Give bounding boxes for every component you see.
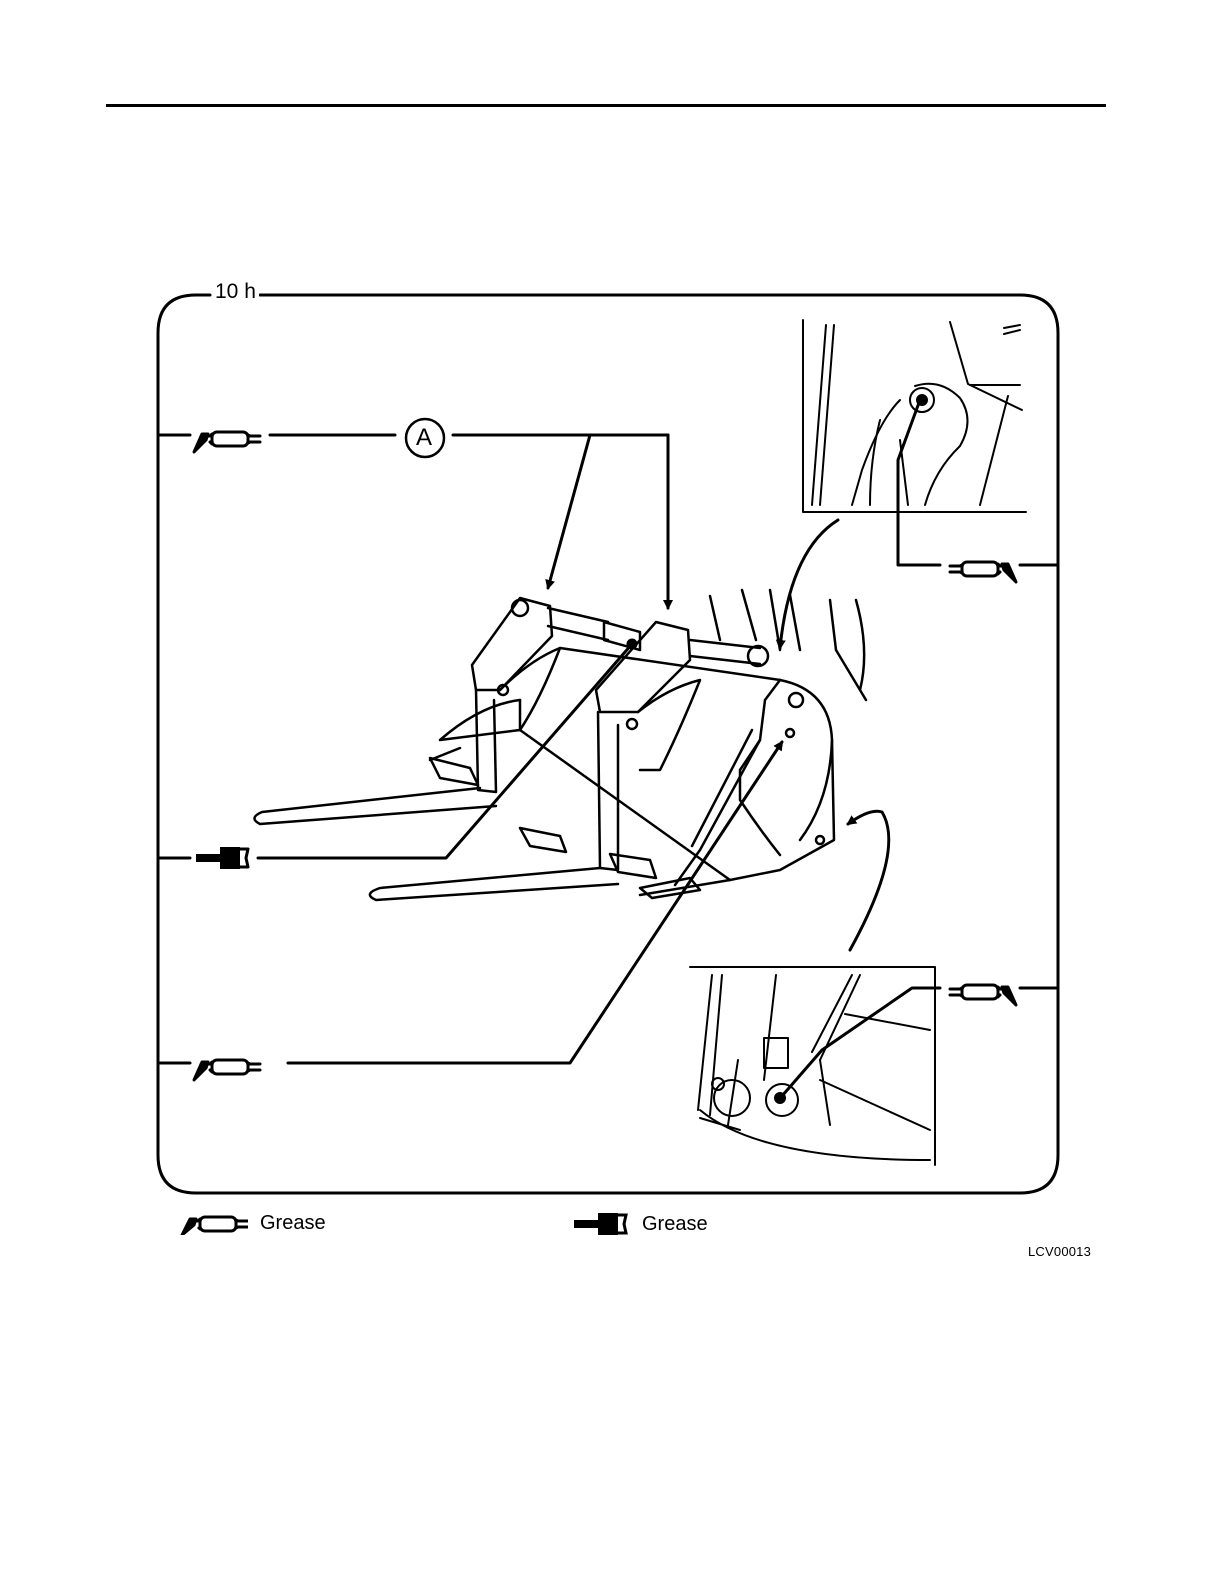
legend-item-grease-gun: Grease xyxy=(180,1211,326,1235)
fork-attachment-illustration xyxy=(254,590,866,900)
legend-label-grease-1: Grease xyxy=(260,1212,326,1235)
figure-code: LCV00013 xyxy=(1028,1244,1091,1259)
legend-item-grease-nipple: Grease xyxy=(572,1211,708,1237)
figure-frame xyxy=(158,295,1058,1193)
callout-label-a: A xyxy=(405,419,443,457)
legend-label-grease-2: Grease xyxy=(642,1213,708,1236)
grease-nipple-icon xyxy=(572,1211,632,1237)
service-interval-label: 10 h xyxy=(212,280,259,304)
grease-gun-icon xyxy=(180,1211,250,1235)
